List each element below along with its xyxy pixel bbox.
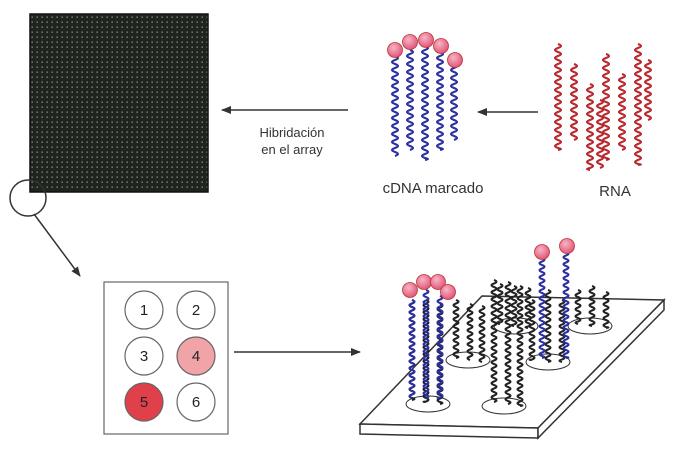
hybridized-cdna-strand [562, 251, 570, 359]
cdna-strand [450, 63, 458, 141]
rna-strand [586, 83, 594, 171]
probe-strand [466, 303, 474, 361]
hybridization-label: Hibridación en el array [232, 124, 352, 158]
label-bead [402, 34, 418, 50]
label-bead [534, 244, 550, 260]
probe-strand [496, 283, 504, 325]
well-6 [176, 382, 216, 422]
probe-strand [544, 289, 552, 363]
probe-strand [516, 285, 524, 407]
label-bead [440, 284, 456, 300]
probe-strand [452, 299, 460, 359]
hybridized-cdna-strand [538, 257, 546, 359]
label-bead [447, 52, 463, 68]
hybridized-cdna-strand [408, 299, 416, 399]
rna-strand [634, 43, 642, 166]
well-number: 5 [140, 394, 148, 411]
well-number: 3 [140, 348, 148, 365]
microarray-image [29, 13, 209, 193]
probe-strand [558, 299, 566, 363]
probe-strand [602, 291, 610, 329]
hybridized-cdna-strand [422, 289, 430, 399]
probe-strand [588, 285, 596, 327]
cdna-label: cDNA marcado [382, 180, 484, 197]
label-bead [433, 38, 449, 54]
cdna-strand [391, 55, 399, 157]
microarray-slide [358, 295, 666, 440]
probe-strand [574, 289, 582, 325]
probe-strand [528, 299, 536, 361]
label-bead [418, 32, 434, 48]
strands [391, 43, 652, 407]
probe-strand [524, 287, 532, 329]
well-1 [124, 290, 164, 330]
cdna-strand [421, 45, 429, 161]
label-bead [559, 238, 575, 254]
rna-strand [554, 43, 562, 151]
well-number: 1 [140, 302, 148, 319]
rna-strand [602, 53, 610, 161]
wells: 1 2 3 4 5 6 [124, 290, 216, 422]
zoom-circle [9, 179, 47, 217]
well-2 [176, 290, 216, 330]
cdna-strand [406, 49, 414, 151]
label-bead [430, 274, 446, 290]
rna-strand [596, 99, 604, 169]
well-5 [124, 382, 164, 422]
well-3 [124, 336, 164, 376]
zoom-arrow [33, 213, 81, 277]
well-4 [176, 336, 216, 376]
rna-strand [618, 73, 626, 151]
well-number: 2 [192, 302, 200, 319]
well-number: 6 [192, 394, 200, 411]
slide-spot [481, 397, 527, 415]
hybridization-label-line2: en el array [261, 142, 323, 157]
label-bead [416, 274, 432, 290]
probe-strand [490, 279, 498, 403]
rna-strand [644, 59, 652, 121]
rna-strand [570, 63, 578, 141]
well-number: 4 [192, 348, 200, 365]
hybridized-cdna-strand [436, 295, 444, 399]
probe-strand [478, 305, 486, 363]
hybridization-label-line1: Hibridación [259, 125, 325, 140]
probe-strand [504, 281, 512, 405]
label-bead [387, 42, 403, 58]
probe-strand [510, 285, 518, 327]
cdna-strand [436, 51, 444, 151]
label-bead [402, 282, 418, 298]
label-beads [387, 32, 575, 300]
rna-label: RNA [599, 183, 631, 200]
